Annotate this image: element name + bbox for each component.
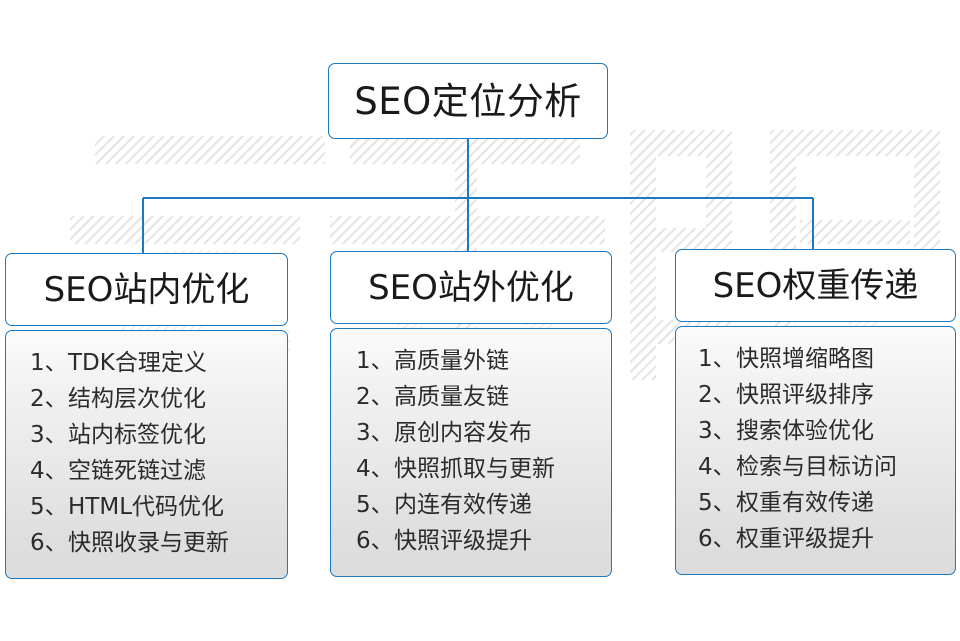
list-item-number: 6、 bbox=[698, 525, 736, 552]
branch-header-label-2: SEO权重传递 bbox=[712, 265, 919, 306]
list-item: 6、 权重评级提升 bbox=[698, 521, 955, 557]
list-item-text: 空链死链过滤 bbox=[68, 457, 206, 484]
branch-column-2: SEO权重传递 1、 快照增缩略图 2、 快照评级排序 3、 搜索体验优化 4、… bbox=[675, 249, 956, 575]
list-item-text: 原创内容发布 bbox=[394, 419, 532, 446]
list-item-number: 1、 bbox=[30, 349, 68, 376]
root-node-label: SEO定位分析 bbox=[354, 79, 582, 123]
branch-header-label-1: SEO站外优化 bbox=[368, 267, 574, 308]
list-item-number: 2、 bbox=[356, 383, 394, 410]
branch-body-0: 1、 TDK合理定义 2、 结构层次优化 3、 站内标签优化 4、 空链死链过滤… bbox=[5, 330, 288, 579]
list-item: 4、 检索与目标访问 bbox=[698, 449, 955, 485]
list-item: 3、 站内标签优化 bbox=[30, 417, 287, 453]
list-item: 3、 原创内容发布 bbox=[356, 415, 611, 451]
branch-header-2[interactable]: SEO权重传递 bbox=[675, 249, 956, 322]
list-item-number: 4、 bbox=[698, 453, 736, 480]
list-item: 5、 权重有效传递 bbox=[698, 485, 955, 521]
list-item-text: 快照评级排序 bbox=[736, 381, 874, 408]
list-item: 3、 搜索体验优化 bbox=[698, 413, 955, 449]
list-item-text: 快照增缩略图 bbox=[736, 345, 874, 372]
list-item-text: 站内标签优化 bbox=[68, 421, 206, 448]
list-item-text: 权重评级提升 bbox=[736, 525, 874, 552]
list-item-number: 5、 bbox=[356, 491, 394, 518]
list-item: 2、 快照评级排序 bbox=[698, 377, 955, 413]
list-item-number: 6、 bbox=[356, 527, 394, 554]
branch-column-1: SEO站外优化 1、 高质量外链 2、 高质量友链 3、 原创内容发布 4、 快… bbox=[330, 251, 612, 577]
list-item: 4、 空链死链过滤 bbox=[30, 453, 287, 489]
list-item-text: 搜索体验优化 bbox=[736, 417, 874, 444]
list-item: 6、 快照收录与更新 bbox=[30, 525, 287, 561]
list-item-number: 2、 bbox=[30, 385, 68, 412]
list-item-number: 1、 bbox=[698, 345, 736, 372]
branch-body-2: 1、 快照增缩略图 2、 快照评级排序 3、 搜索体验优化 4、 检索与目标访问… bbox=[675, 326, 956, 575]
list-item: 5、 HTML代码优化 bbox=[30, 489, 287, 525]
list-item-number: 3、 bbox=[30, 421, 68, 448]
list-item-text: 快照评级提升 bbox=[394, 527, 532, 554]
list-item-number: 4、 bbox=[356, 455, 394, 482]
branch-body-1: 1、 高质量外链 2、 高质量友链 3、 原创内容发布 4、 快照抓取与更新 5… bbox=[330, 328, 612, 577]
list-item: 5、 内连有效传递 bbox=[356, 487, 611, 523]
list-item: 2、 结构层次优化 bbox=[30, 381, 287, 417]
list-item-text: 内连有效传递 bbox=[394, 491, 532, 518]
branch-column-0: SEO站内优化 1、 TDK合理定义 2、 结构层次优化 3、 站内标签优化 4… bbox=[5, 253, 288, 579]
list-item-text: 检索与目标访问 bbox=[736, 453, 897, 480]
root-node[interactable]: SEO定位分析 bbox=[328, 63, 608, 139]
list-item: 6、 快照评级提升 bbox=[356, 523, 611, 559]
list-item-text: 结构层次优化 bbox=[68, 385, 206, 412]
branch-header-1[interactable]: SEO站外优化 bbox=[330, 251, 612, 324]
list-item-number: 4、 bbox=[30, 457, 68, 484]
branch-header-label-0: SEO站内优化 bbox=[43, 269, 250, 310]
list-item-number: 6、 bbox=[30, 529, 68, 556]
list-item-number: 5、 bbox=[30, 493, 68, 520]
list-item-text: 快照收录与更新 bbox=[68, 529, 229, 556]
list-item-text: HTML代码优化 bbox=[68, 493, 225, 520]
list-item: 1、 快照增缩略图 bbox=[698, 341, 955, 377]
list-item-number: 5、 bbox=[698, 489, 736, 516]
list-item-text: 高质量友链 bbox=[394, 383, 509, 410]
list-item-text: 高质量外链 bbox=[394, 347, 509, 374]
list-item-number: 1、 bbox=[356, 347, 394, 374]
list-item-text: 权重有效传递 bbox=[736, 489, 874, 516]
list-item: 4、 快照抓取与更新 bbox=[356, 451, 611, 487]
list-item-text: TDK合理定义 bbox=[68, 349, 207, 376]
list-item-number: 3、 bbox=[356, 419, 394, 446]
list-item: 1、 TDK合理定义 bbox=[30, 345, 287, 381]
list-item-text: 快照抓取与更新 bbox=[394, 455, 555, 482]
list-item-number: 3、 bbox=[698, 417, 736, 444]
branch-header-0[interactable]: SEO站内优化 bbox=[5, 253, 288, 326]
list-item-number: 2、 bbox=[698, 381, 736, 408]
list-item: 2、 高质量友链 bbox=[356, 379, 611, 415]
list-item: 1、 高质量外链 bbox=[356, 343, 611, 379]
